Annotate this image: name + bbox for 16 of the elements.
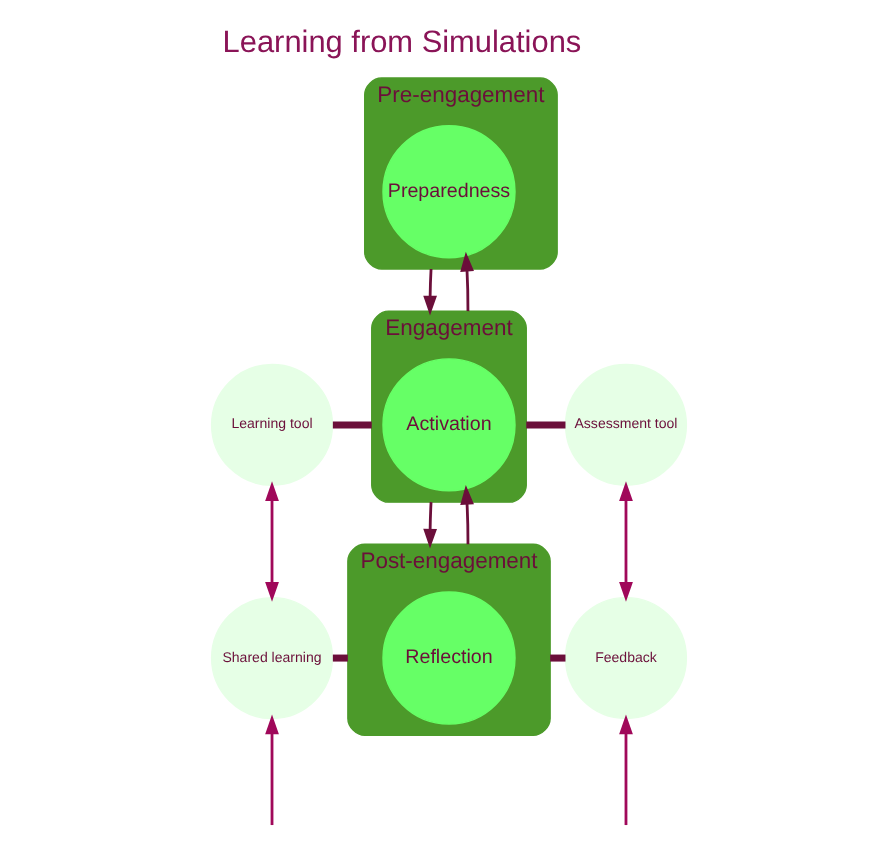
connector [525,421,565,429]
node-circle: Activation [381,358,515,492]
arrow [459,251,473,312]
connector [549,654,565,662]
arrow [264,714,278,826]
connector [331,654,347,662]
arrow [422,502,437,549]
node-circle: Preparedness [381,125,515,259]
connector [331,421,371,429]
diagram-title: Learning from Simulations [221,26,581,61]
arrow [422,268,437,316]
node-circle: Reflection [381,591,515,725]
arrow [264,481,278,602]
arrow [618,481,632,602]
arrow [459,485,473,545]
arrow [618,714,632,826]
